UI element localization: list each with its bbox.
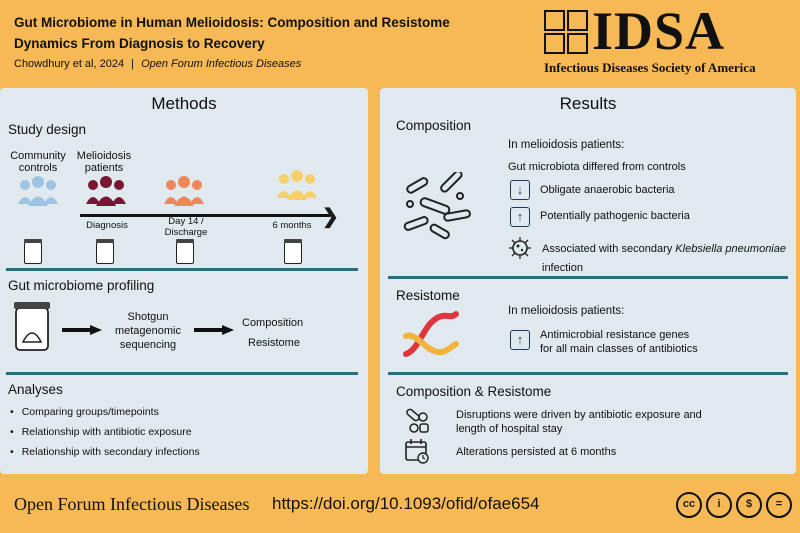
resistome-subheading: In melioidosis patients: bbox=[508, 305, 625, 317]
disruptions-line2: length of hospital stay bbox=[456, 423, 563, 435]
methods-divider bbox=[6, 372, 358, 375]
klebsiella-species: Klebsiella pneumoniae bbox=[675, 243, 786, 255]
patients-6months-people-icon bbox=[277, 170, 317, 200]
arrow-up-icon: ↑ bbox=[510, 330, 530, 350]
footer-journal: Open Forum Infectious Diseases bbox=[14, 494, 250, 514]
stool-jar-icon bbox=[24, 239, 42, 264]
alterations-persisted: Alterations persisted at 6 months bbox=[456, 446, 617, 458]
arrow-right-icon bbox=[194, 325, 234, 335]
stool-jar-icon bbox=[96, 239, 114, 264]
outcome-composition: Composition bbox=[242, 317, 304, 329]
logo-subtitle: Infectious Diseases Society of America bbox=[544, 60, 756, 75]
calendar-icon bbox=[405, 439, 429, 464]
sample-jar-icon bbox=[14, 302, 50, 351]
outcome-resistome: Resistome bbox=[248, 337, 300, 349]
bacteria-icon bbox=[403, 172, 471, 240]
attribution-icon: i bbox=[706, 492, 732, 518]
methods-divider bbox=[6, 268, 358, 271]
analysis-item: Comparing groups/timepoints bbox=[10, 406, 159, 418]
noncommercial-icon: $ bbox=[736, 492, 762, 518]
community-controls-label: Community controls bbox=[10, 150, 66, 174]
composition-resistome-heading: Composition & Resistome bbox=[396, 384, 552, 399]
timepoint-6months: 6 months bbox=[272, 220, 312, 231]
pathogenic-bacteria-text: Potentially pathogenic bacteria bbox=[540, 210, 690, 222]
resistome-heading: Resistome bbox=[396, 288, 460, 303]
arrow-right-icon bbox=[62, 325, 102, 335]
idsa-logo: IDSA Infectious Diseases Society of Amer… bbox=[540, 1, 792, 78]
klebsiella-text: Associated with secondary Klebsiella pne… bbox=[542, 242, 792, 275]
noderivatives-icon: = bbox=[766, 492, 792, 518]
pills-icon bbox=[406, 408, 429, 433]
results-divider bbox=[388, 372, 788, 375]
klebsiella-prefix: Associated with secondary bbox=[542, 243, 673, 255]
arrow-down-icon: ↓ bbox=[510, 180, 530, 200]
timepoint-diagnosis: Diagnosis bbox=[86, 220, 128, 231]
shotgun-sequencing-label: Shotgun metagenomic sequencing bbox=[114, 311, 182, 351]
analysis-item: Relationship with antibiotic exposure bbox=[10, 426, 192, 438]
dna-icon bbox=[403, 311, 459, 357]
footer: Open Forum Infectious Diseases https://d… bbox=[0, 478, 800, 533]
analyses-heading: Analyses bbox=[8, 382, 63, 397]
composition-heading: Composition bbox=[396, 118, 472, 133]
analysis-item: Relationship with secondary infections bbox=[10, 446, 200, 458]
logo-squares-icon bbox=[544, 10, 588, 54]
composition-subheading: In melioidosis patients: bbox=[508, 139, 625, 151]
controls-people-icon bbox=[18, 176, 58, 206]
germ-icon bbox=[509, 237, 531, 259]
cc-icon: cc bbox=[676, 492, 702, 518]
stool-jar-icon bbox=[284, 239, 302, 264]
klebsiella-suffix: infection bbox=[542, 262, 583, 274]
methods-title: Methods bbox=[151, 94, 217, 113]
timeline-arrowhead-icon: ❯ bbox=[322, 206, 339, 228]
melioidosis-patients-label: Melioidosis patients bbox=[76, 150, 132, 174]
results-title: Results bbox=[559, 94, 617, 113]
results-panel: Results Composition In melioidosis patie… bbox=[380, 88, 796, 474]
obligate-anaerobic-text: Obligate anaerobic bacteria bbox=[540, 184, 675, 196]
study-design-heading: Study design bbox=[8, 122, 87, 137]
microbiota-differed: Gut microbiota differed from controls bbox=[508, 161, 686, 173]
amr-genes-line2: for all main classes of antibiotics bbox=[540, 343, 698, 355]
patients-diagnosis-people-icon bbox=[86, 176, 126, 206]
footer-doi-link[interactable]: https://doi.org/10.1093/ofid/ofae654 bbox=[272, 494, 540, 513]
timepoint-day14: Day 14 / Discharge bbox=[164, 216, 208, 238]
separator: | bbox=[131, 58, 134, 70]
disruptions-line1: Disruptions were driven by antibiotic ex… bbox=[456, 409, 702, 421]
methods-panel: Methods Study design Community controls … bbox=[0, 88, 368, 474]
patients-day14-people-icon bbox=[164, 176, 204, 206]
timeline-line bbox=[80, 214, 330, 217]
logo-letters: IDSA bbox=[592, 1, 726, 61]
page-title: Gut Microbiome in Human Melioidosis: Com… bbox=[14, 15, 450, 51]
arrow-up-icon: ↑ bbox=[510, 207, 530, 227]
header: Gut Microbiome in Human Melioidosis: Com… bbox=[0, 0, 800, 82]
stool-jar-icon bbox=[176, 239, 194, 264]
profiling-heading: Gut microbiome profiling bbox=[8, 278, 155, 293]
journal-name: Open Forum Infectious Diseases bbox=[141, 58, 302, 70]
citation: Chowdhury et al, 2024 | Open Forum Infec… bbox=[14, 58, 301, 70]
results-divider bbox=[388, 276, 788, 279]
authors: Chowdhury et al, 2024 bbox=[14, 58, 125, 70]
amr-genes-line1: Antimicrobial resistance genes bbox=[540, 329, 690, 341]
